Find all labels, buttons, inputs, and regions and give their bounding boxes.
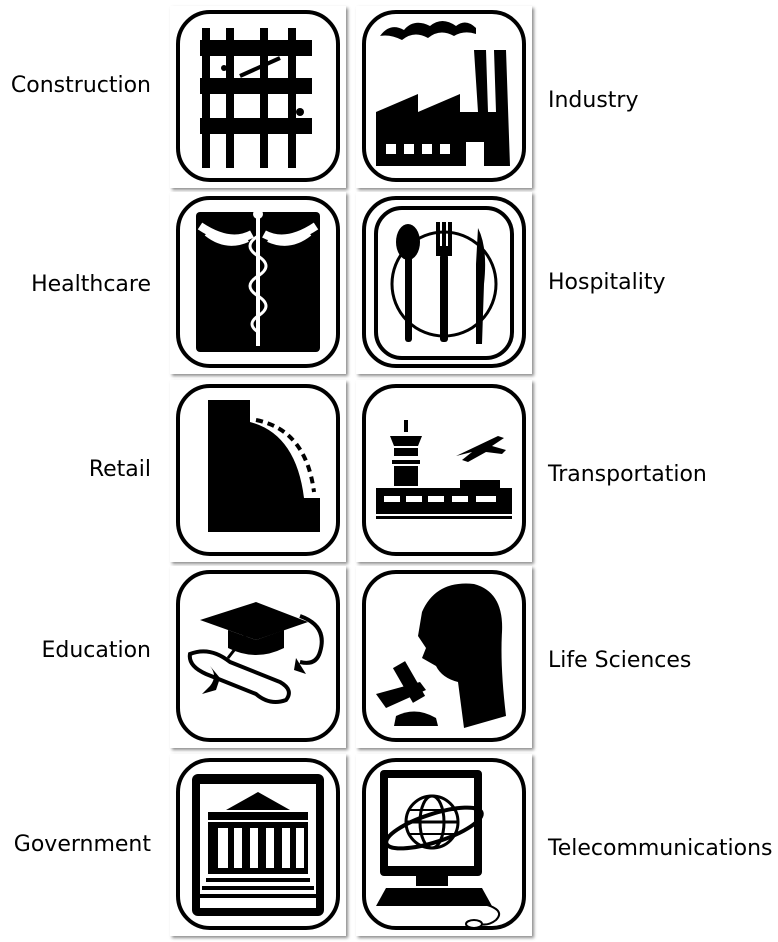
- label-education: Education: [41, 638, 151, 663]
- store-shelf-icon: [176, 384, 340, 556]
- caduceus-icon: [176, 196, 340, 368]
- life-sciences-tile[interactable]: [356, 566, 532, 748]
- label-life-sciences: Life Sciences: [548, 648, 692, 673]
- label-government: Government: [13, 832, 151, 857]
- scientist-microscope-icon: [362, 570, 526, 742]
- industry-tile[interactable]: [356, 6, 532, 188]
- healthcare-tile[interactable]: [170, 192, 346, 374]
- label-transportation: Transportation: [548, 462, 707, 487]
- factory-icon: [362, 10, 526, 182]
- education-tile[interactable]: [170, 566, 346, 748]
- computer-globe-icon: [362, 758, 526, 930]
- label-construction: Construction: [10, 73, 151, 98]
- hospitality-tile[interactable]: [356, 192, 532, 374]
- label-retail: Retail: [88, 457, 151, 482]
- label-telecommunications: Telecommunications: [548, 836, 773, 861]
- label-hospitality: Hospitality: [548, 270, 666, 295]
- transportation-tile[interactable]: [356, 380, 532, 562]
- government-tile[interactable]: [170, 754, 346, 936]
- construction-tile[interactable]: [170, 6, 346, 188]
- airport-icon: [362, 384, 526, 556]
- retail-tile[interactable]: [170, 380, 346, 562]
- label-healthcare: Healthcare: [31, 272, 151, 297]
- construction-icon: [176, 10, 340, 182]
- dinner-setting-icon: [362, 196, 526, 368]
- government-building-icon: [176, 758, 340, 930]
- label-industry: Industry: [548, 88, 639, 113]
- telecommunications-tile[interactable]: [356, 754, 532, 936]
- graduation-cap-icon: [176, 570, 340, 742]
